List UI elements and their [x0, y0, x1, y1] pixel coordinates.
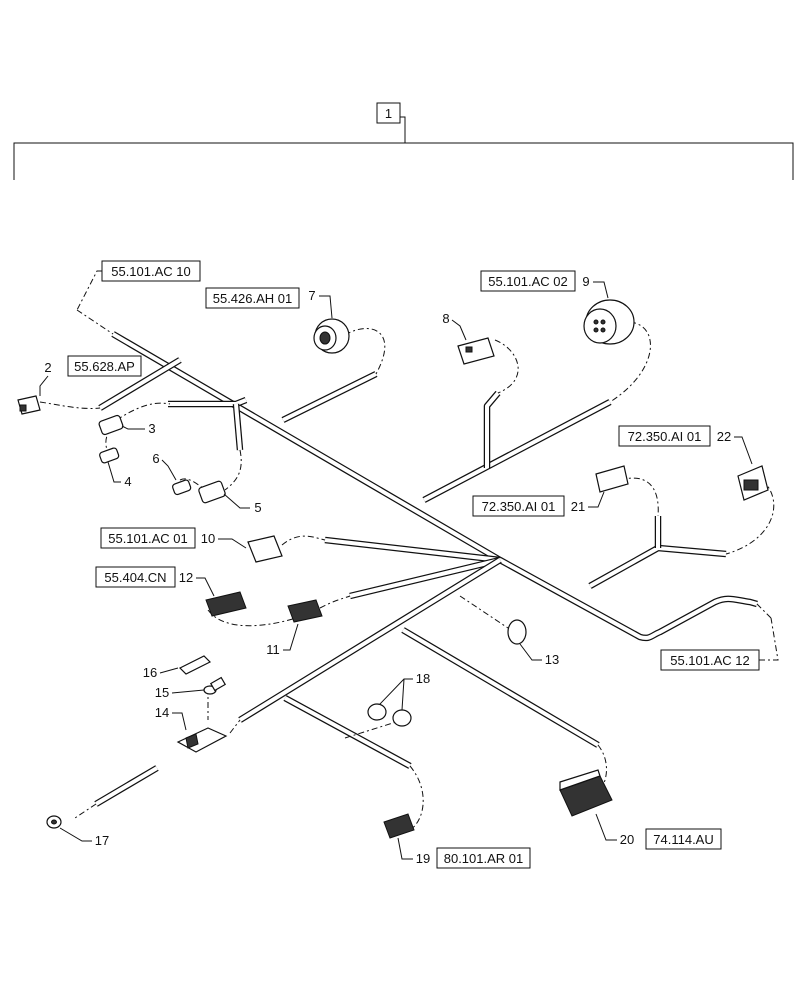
part-10-connector[interactable]	[247, 535, 283, 563]
part-19-connector[interactable]	[383, 813, 415, 839]
callout-8: 8	[442, 311, 449, 326]
callout-7: 7	[308, 288, 315, 303]
ref-55101ac12[interactable]: 55.101.AC 12	[660, 617, 779, 671]
harness-trunks	[94, 331, 758, 807]
part-12-connector[interactable]	[205, 591, 247, 617]
svg-text:55.101.AC 10: 55.101.AC 10	[111, 264, 191, 279]
part-15-bolt[interactable]	[203, 676, 227, 695]
callout-20: 20	[620, 832, 634, 847]
callout-16: 16	[143, 665, 157, 680]
callout-19: 19	[416, 851, 430, 866]
callout-14: 14	[155, 705, 169, 720]
connection-lines	[39, 309, 775, 831]
ref-55101ac10[interactable]: 55.101.AC 10	[76, 260, 201, 311]
svg-text:72.350.AI 01: 72.350.AI 01	[482, 499, 556, 514]
part-21-connector[interactable]	[595, 465, 629, 493]
callout-6: 6	[152, 451, 159, 466]
ref-72350ai01-a[interactable]: 72.350.AI 01	[618, 425, 711, 447]
svg-text:80.101.AR 01: 80.101.AR 01	[444, 851, 524, 866]
callout-22: 22	[717, 429, 731, 444]
ref-55101ac02[interactable]: 55.101.AC 02	[480, 270, 576, 292]
part-16-strap[interactable]	[178, 655, 212, 675]
ref-55426ah01[interactable]: 55.426.AH 01	[205, 287, 300, 309]
ref-80101ar01[interactable]: 80.101.AR 01	[436, 847, 531, 869]
svg-text:55.101.AC 01: 55.101.AC 01	[108, 531, 188, 546]
callout-4: 4	[124, 474, 131, 489]
part-13-clip[interactable]	[507, 619, 527, 645]
assembly-number-box[interactable]	[376, 102, 401, 124]
callout-12: 12	[179, 570, 193, 585]
svg-text:55.101.AC 02: 55.101.AC 02	[488, 274, 568, 289]
assembly-bracket: 1	[13, 102, 794, 180]
part-7-round-connector[interactable]	[313, 318, 350, 354]
callout-17: 17	[95, 833, 109, 848]
svg-text:72.350.AI 01: 72.350.AI 01	[628, 429, 702, 444]
callouts: 2 3 4 5 6 7 8 9 10 11 12 13 14 15 16 17	[39, 274, 753, 866]
part-18-clamps[interactable]	[367, 703, 412, 727]
callout-21: 21	[571, 499, 585, 514]
ref-55404cn[interactable]: 55.404.CN	[95, 566, 176, 588]
callout-2: 2	[44, 360, 51, 375]
svg-text:55.628.AP: 55.628.AP	[74, 359, 135, 374]
svg-text:55.404.CN: 55.404.CN	[104, 570, 166, 585]
callout-3: 3	[148, 421, 155, 436]
svg-text:74.114.AU: 74.114.AU	[653, 832, 713, 847]
callout-13: 13	[545, 652, 559, 667]
ref-55628ap[interactable]: 55.628.AP	[67, 355, 142, 377]
svg-text:55.426.AH 01: 55.426.AH 01	[213, 291, 293, 306]
ref-72350ai01-b[interactable]: 72.350.AI 01	[472, 495, 565, 517]
part-8-connector[interactable]	[457, 337, 495, 365]
ref-55101ac01[interactable]: 55.101.AC 01	[100, 527, 196, 549]
part-11-connector[interactable]	[287, 599, 323, 623]
callout-11: 11	[266, 642, 280, 657]
assembly-number: 1	[385, 106, 392, 121]
part-6-connector[interactable]	[172, 479, 192, 496]
callout-5: 5	[254, 500, 261, 515]
callout-15: 15	[155, 685, 169, 700]
part-5-connector[interactable]	[198, 480, 226, 504]
ref-74114au[interactable]: 74.114.AU	[645, 828, 722, 850]
part-22-connector[interactable]	[737, 465, 769, 501]
callout-18: 18	[416, 671, 430, 686]
svg-text:55.101.AC 12: 55.101.AC 12	[670, 653, 750, 668]
part-14-block[interactable]	[176, 727, 228, 753]
part-20-module[interactable]	[559, 769, 613, 817]
part-9-round-connector[interactable]	[583, 299, 635, 345]
part-17-ring-terminal[interactable]	[46, 815, 62, 829]
callout-10: 10	[201, 531, 215, 546]
callout-9: 9	[582, 274, 589, 289]
part-2-connector[interactable]	[17, 395, 41, 415]
part-4-connector[interactable]	[99, 447, 120, 464]
part-3-connector[interactable]	[98, 414, 124, 436]
